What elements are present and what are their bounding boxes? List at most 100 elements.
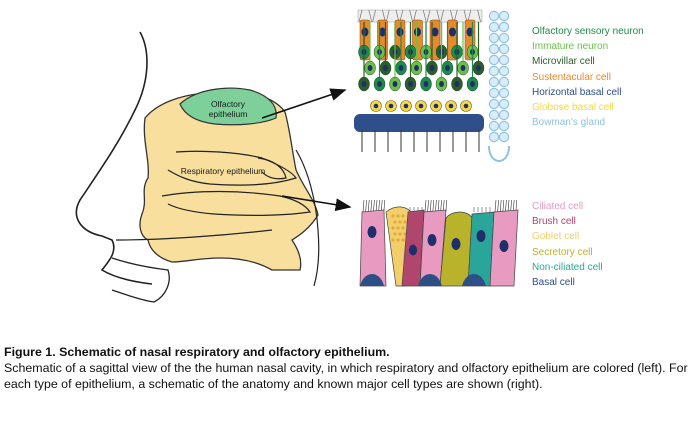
- sustentacular-cell-nucleus: [431, 27, 439, 37]
- bowmans-gland-cell: [488, 65, 500, 77]
- goblet-granule: [398, 232, 402, 236]
- bowmans-gland-cell: [498, 76, 510, 88]
- mouth-outline: [111, 257, 170, 303]
- goblet-granule: [403, 220, 407, 224]
- basal-cell-2: [418, 274, 442, 286]
- goblet-granule: [391, 226, 395, 230]
- bowmans-gland-cell: [498, 43, 510, 55]
- cilia-strand: [440, 9, 444, 23]
- nose-profile-outline: [75, 31, 153, 285]
- basal-cell-3: [462, 274, 486, 286]
- goblet-granule: [393, 232, 397, 236]
- sustentacular-cell-nucleus: [379, 27, 386, 37]
- bowmans-gland-cell: [488, 87, 500, 99]
- respiratory-epithelium-schematic: [359, 199, 519, 287]
- brush-cell-nucleus: [409, 244, 417, 256]
- ciliated-cell-1: [359, 209, 387, 287]
- cilium: [507, 199, 510, 213]
- olfactory-epithelium-label: Olfactory epithelium: [188, 99, 268, 119]
- bowmans-gland-cell: [498, 131, 510, 143]
- globose-basal-cell-nucleus: [418, 103, 424, 109]
- goblet-granule: [401, 238, 405, 242]
- olfactory_legend-item: Sustentacular cell: [532, 71, 611, 83]
- olfactory-axons: [361, 130, 480, 152]
- cilium: [427, 199, 429, 213]
- bowmans-gland-cell: [488, 21, 500, 33]
- bowmans-gland-cell: [498, 120, 510, 132]
- olfactory_legend-item: Microvillar cell: [532, 56, 595, 68]
- globose-basal-cell-nucleus: [373, 103, 379, 109]
- cilium: [375, 199, 378, 213]
- cilium: [499, 199, 502, 213]
- ciliated-cell-3-nucleus: [499, 240, 509, 252]
- caption-body: Schematic of a sagittal view of the the …: [4, 360, 688, 391]
- goblet-granule: [401, 214, 405, 218]
- cilium: [494, 199, 497, 213]
- non-ciliated-cell-nucleus: [476, 230, 486, 242]
- globose-basal-cell-nucleus: [433, 103, 439, 109]
- cilium: [435, 199, 437, 213]
- respiratory_legend-item: Brush cell: [532, 216, 576, 228]
- sustentacular-cell-nucleus: [466, 27, 474, 37]
- olfactory_legend-item: Horizontal basal cell: [532, 86, 622, 98]
- cilia-strand: [436, 9, 441, 23]
- cilia-strand: [372, 9, 376, 23]
- cilium: [378, 199, 380, 213]
- cilia-strand: [358, 9, 363, 23]
- olfactory-label-line1: Olfactory: [210, 99, 245, 109]
- olfactory-epithelium-schematic: [354, 9, 510, 162]
- bowmans-gland-cell: [488, 43, 500, 55]
- neuron-nucleus: [429, 65, 435, 71]
- cilium: [362, 199, 365, 213]
- cilium: [502, 199, 505, 213]
- cilia-strand: [426, 9, 431, 23]
- basal-cell-1: [360, 274, 384, 286]
- bowmans-gland-cell: [498, 54, 510, 66]
- neuron-nucleus: [423, 81, 429, 87]
- cilium: [505, 199, 507, 213]
- figure-caption: Figure 1. Schematic of nasal respiratory…: [4, 345, 690, 392]
- cilium: [437, 199, 440, 213]
- globose-basal-cell-nucleus: [403, 103, 409, 109]
- bowmans-gland-cell: [488, 131, 500, 143]
- bowmans-gland-cell: [488, 120, 500, 132]
- cilium: [373, 199, 375, 213]
- bowmans-gland-base: [488, 145, 510, 162]
- neuron-nucleus: [414, 65, 419, 71]
- cilium: [432, 199, 435, 213]
- pharynx-line: [295, 149, 320, 287]
- cilium: [429, 199, 432, 213]
- cilium: [510, 199, 512, 213]
- cilium: [512, 199, 515, 213]
- olfactory_legend-item: Globose basal cell: [532, 102, 614, 114]
- neuron-nucleus: [367, 65, 373, 71]
- horizontal-basal-cell-layer: [354, 114, 484, 132]
- nasal-cavity-schematic: [75, 31, 320, 303]
- goblet-cell-granules: [391, 214, 407, 242]
- sustentacular-cell-nucleus: [361, 27, 369, 37]
- cilium: [497, 199, 499, 213]
- cilium: [370, 199, 373, 213]
- globose-basal-cells: [370, 100, 472, 112]
- olfactory-label-line2: epithelium: [208, 109, 248, 119]
- neuron-nucleus: [377, 81, 382, 87]
- cilia-strand: [422, 9, 427, 23]
- globose-basal-cell-nucleus: [388, 103, 394, 109]
- respiratory_legend-item: Ciliated cell: [532, 201, 584, 212]
- neuron-nucleus: [361, 81, 367, 87]
- cilia-strand: [477, 9, 481, 23]
- arrow-respiratory: [281, 195, 352, 212]
- neuron-nucleus: [392, 81, 398, 87]
- respiratory_legend-item: Basal cell: [532, 277, 575, 289]
- neuron-nucleus: [445, 65, 450, 71]
- goblet-granule: [403, 232, 407, 236]
- cilium: [365, 199, 367, 213]
- sustentacular-cell-nucleus: [396, 27, 404, 37]
- cilium: [367, 199, 370, 213]
- bowmans-gland-cell: [488, 76, 500, 88]
- neuron-nucleus: [454, 81, 460, 87]
- bowmans-gland-cell: [488, 54, 500, 66]
- globose-basal-cell-nucleus: [448, 103, 454, 109]
- cilium: [424, 199, 427, 213]
